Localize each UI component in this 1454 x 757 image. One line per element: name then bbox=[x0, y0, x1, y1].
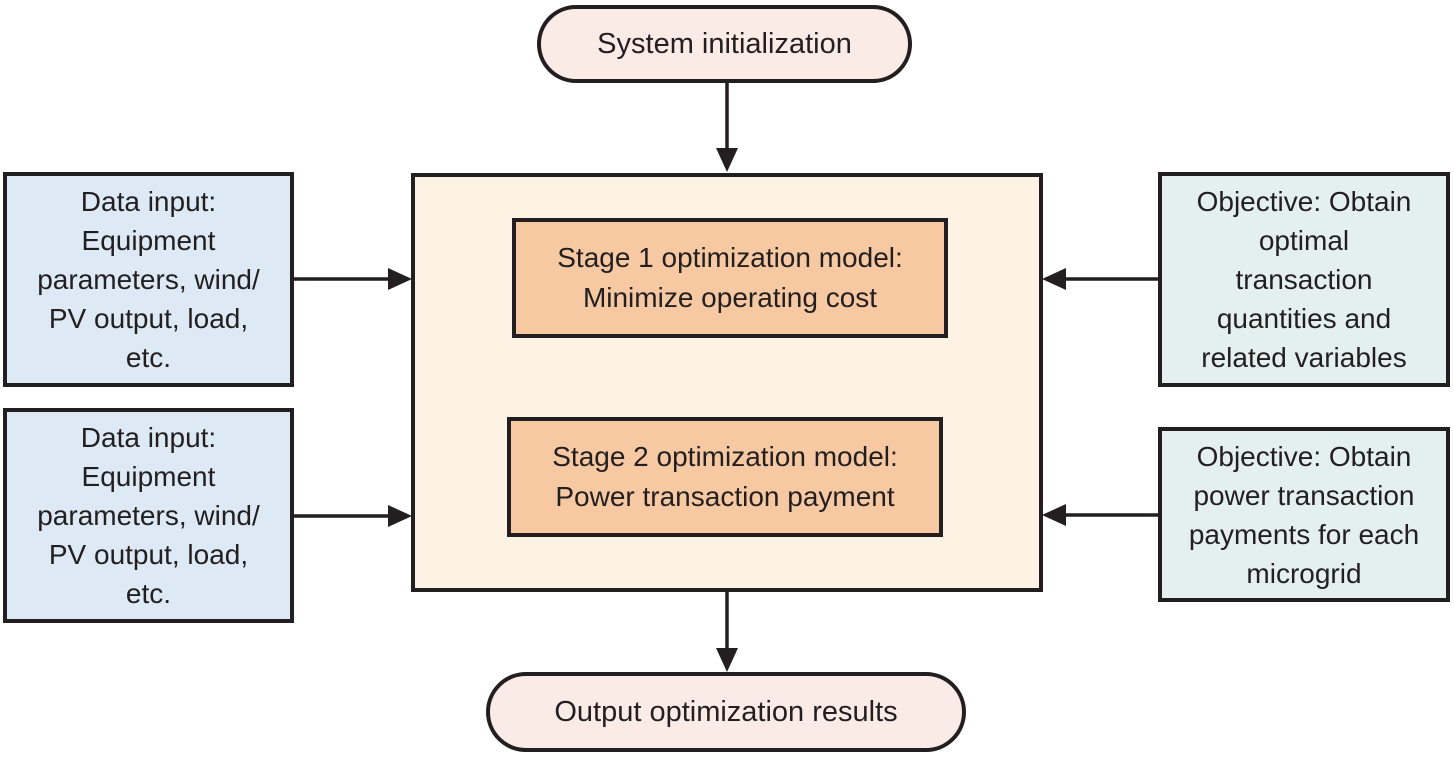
node-data-input-bottom: Data input: Equipment parameters, wind/ … bbox=[3, 408, 294, 623]
node-system-initialization-label: System initialization bbox=[597, 27, 852, 60]
arrow-input-top-to-container bbox=[294, 268, 412, 290]
node-data-input-top-label: Data input: Equipment parameters, wind/ … bbox=[37, 186, 260, 373]
node-stage1-model: Stage 1 optimization model: Minimize ope… bbox=[512, 218, 948, 338]
node-objective-bottom-label: Objective: Obtain power transaction paym… bbox=[1188, 440, 1420, 589]
node-output-results-label: Output optimization results bbox=[554, 695, 898, 728]
node-output-results: Output optimization results bbox=[486, 672, 966, 752]
node-system-initialization: System initialization bbox=[537, 5, 912, 83]
arrow-objective-bottom-to-container bbox=[1042, 504, 1160, 526]
node-stage2-model-label: Stage 2 optimization model: Power transa… bbox=[552, 441, 898, 512]
node-objective-bottom: Objective: Obtain power transaction paym… bbox=[1158, 427, 1450, 602]
node-stage2-model: Stage 2 optimization model: Power transa… bbox=[507, 417, 943, 537]
node-objective-top: Objective: Obtain optimal transaction qu… bbox=[1158, 172, 1450, 387]
arrow-input-bottom-to-container bbox=[294, 505, 412, 527]
node-objective-top-label: Objective: Obtain optimal transaction qu… bbox=[1196, 186, 1412, 373]
arrow-objective-top-to-container bbox=[1042, 268, 1160, 290]
node-data-input-bottom-label: Data input: Equipment parameters, wind/ … bbox=[37, 422, 260, 609]
arrow-start-to-container bbox=[716, 83, 738, 172]
node-stage1-model-label: Stage 1 optimization model: Minimize ope… bbox=[557, 242, 903, 313]
arrow-container-to-end bbox=[716, 592, 738, 672]
node-data-input-top: Data input: Equipment parameters, wind/ … bbox=[3, 172, 294, 387]
